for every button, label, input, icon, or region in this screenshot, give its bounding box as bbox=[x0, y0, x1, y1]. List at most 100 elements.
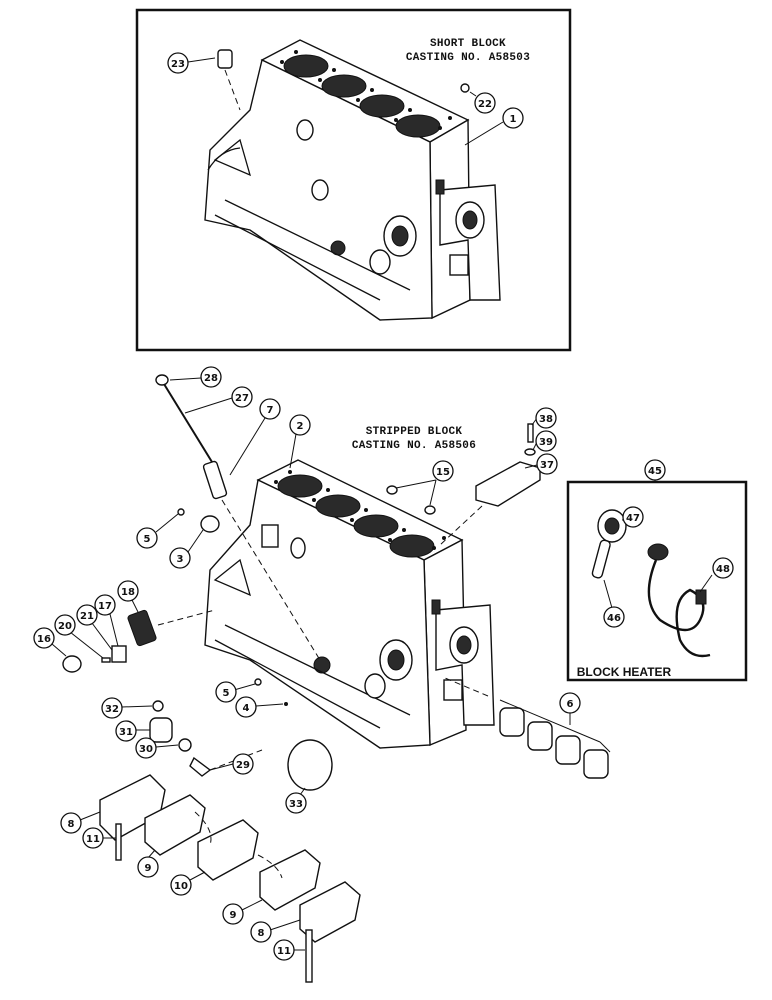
callout-45: 45 bbox=[644, 459, 666, 482]
part-5-plug-b bbox=[254, 678, 262, 686]
svg-text:10: 10 bbox=[174, 881, 188, 892]
dipstick-assembly bbox=[155, 374, 321, 661]
svg-text:15: 15 bbox=[436, 467, 450, 478]
part-4-pin bbox=[284, 702, 288, 706]
callout-30: 30 bbox=[135, 737, 179, 759]
svg-text:38: 38 bbox=[539, 414, 553, 425]
svg-text:37: 37 bbox=[540, 460, 554, 471]
callout-31: 31 bbox=[115, 720, 150, 742]
svg-text:30: 30 bbox=[139, 744, 153, 755]
callout-1: 1 bbox=[464, 107, 524, 146]
callout-33: 33 bbox=[285, 787, 307, 814]
svg-text:16: 16 bbox=[37, 634, 51, 645]
side-cover-parts bbox=[62, 609, 216, 673]
svg-text:8: 8 bbox=[68, 819, 75, 830]
short-block-panel: SHORT BLOCK CASTING NO. A58503 bbox=[135, 8, 572, 352]
callout-21: 21 bbox=[76, 604, 113, 651]
callout-8-upper: 8 bbox=[60, 811, 101, 834]
callout-16: 16 bbox=[33, 627, 67, 657]
callout-11-upper: 11 bbox=[82, 827, 116, 849]
callout-48: 48 bbox=[699, 557, 734, 593]
svg-text:47: 47 bbox=[626, 513, 640, 524]
main-bearing-caps bbox=[99, 774, 361, 983]
short-block-title-line1: SHORT BLOCK bbox=[430, 38, 506, 50]
callout-5-upper: 5 bbox=[136, 513, 179, 549]
svg-text:11: 11 bbox=[277, 946, 291, 957]
svg-text:21: 21 bbox=[80, 611, 94, 622]
callout-8-lower: 8 bbox=[250, 919, 301, 943]
svg-text:32: 32 bbox=[105, 704, 119, 715]
callout-7: 7 bbox=[229, 398, 281, 476]
svg-text:22: 22 bbox=[478, 99, 492, 110]
svg-text:2: 2 bbox=[297, 421, 304, 432]
callout-2: 2 bbox=[289, 414, 311, 469]
svg-text:5: 5 bbox=[144, 534, 151, 545]
block-heater-panel: BLOCK HEATER bbox=[566, 480, 748, 682]
svg-text:3: 3 bbox=[177, 554, 184, 565]
svg-text:23: 23 bbox=[171, 59, 185, 70]
stripped-block-title-line1: STRIPPED BLOCK bbox=[366, 426, 463, 438]
callout-39: 39 bbox=[532, 430, 557, 452]
short-block-frame bbox=[135, 8, 572, 352]
callout-22: 22 bbox=[469, 91, 496, 114]
callout-3: 3 bbox=[169, 529, 204, 569]
svg-text:17: 17 bbox=[98, 601, 112, 612]
callout-9-lower: 9 bbox=[222, 899, 263, 925]
callout-11-lower: 11 bbox=[273, 939, 305, 961]
svg-text:11: 11 bbox=[86, 834, 100, 845]
svg-text:29: 29 bbox=[236, 760, 250, 771]
svg-text:28: 28 bbox=[204, 373, 218, 384]
block-heater-frame bbox=[566, 480, 748, 682]
svg-text:27: 27 bbox=[235, 393, 249, 404]
part-33-cover bbox=[287, 739, 333, 791]
part-3-plug bbox=[200, 515, 220, 533]
part-23-plug bbox=[217, 49, 241, 111]
part-15-plug-a bbox=[386, 485, 398, 495]
callout-27: 27 bbox=[184, 386, 253, 414]
svg-text:48: 48 bbox=[716, 564, 730, 575]
callout-10: 10 bbox=[170, 871, 206, 896]
stripped-block-title-line2: CASTING NO. A58506 bbox=[352, 440, 476, 452]
callout-9-upper: 9 bbox=[137, 849, 159, 878]
svg-text:39: 39 bbox=[539, 437, 553, 448]
svg-text:9: 9 bbox=[230, 910, 237, 921]
callout-5-lower: 5 bbox=[215, 681, 256, 703]
callout-47: 47 bbox=[622, 506, 644, 528]
block-heater-title: BLOCK HEATER bbox=[577, 665, 672, 679]
callout-23: 23 bbox=[167, 52, 216, 74]
svg-text:6: 6 bbox=[567, 699, 574, 710]
svg-text:18: 18 bbox=[121, 587, 135, 598]
callout-20: 20 bbox=[54, 614, 104, 659]
svg-text:31: 31 bbox=[119, 727, 133, 738]
callout-4: 4 bbox=[235, 696, 284, 718]
svg-text:5: 5 bbox=[223, 688, 230, 699]
callout-6: 6 bbox=[559, 692, 581, 725]
svg-text:8: 8 bbox=[258, 928, 265, 939]
callout-15: 15 bbox=[395, 460, 454, 506]
part-6-bearings bbox=[444, 677, 611, 779]
part-22-plug bbox=[460, 83, 470, 93]
svg-text:7: 7 bbox=[267, 405, 274, 416]
part-15-plug-b bbox=[424, 505, 436, 515]
svg-text:45: 45 bbox=[648, 466, 662, 477]
callout-29: 29 bbox=[209, 753, 254, 775]
short-block-engine bbox=[204, 39, 501, 321]
callout-46: 46 bbox=[603, 579, 625, 628]
svg-text:20: 20 bbox=[58, 621, 72, 632]
callout-38: 38 bbox=[531, 407, 557, 429]
callout-18: 18 bbox=[117, 580, 139, 613]
svg-text:1: 1 bbox=[510, 114, 517, 125]
stripped-block-engine bbox=[204, 459, 495, 749]
svg-text:9: 9 bbox=[145, 863, 152, 874]
oil-filter-base-parts bbox=[149, 700, 263, 777]
svg-text:46: 46 bbox=[607, 613, 621, 624]
callout-28: 28 bbox=[169, 366, 222, 388]
part-5-plug-a bbox=[177, 508, 185, 516]
short-block-title-line2: CASTING NO. A58503 bbox=[406, 52, 530, 64]
part-37-bracket bbox=[439, 423, 541, 546]
svg-text:4: 4 bbox=[243, 703, 250, 714]
callout-32: 32 bbox=[101, 697, 153, 719]
callout-37: 37 bbox=[524, 453, 558, 475]
svg-text:33: 33 bbox=[289, 799, 303, 810]
